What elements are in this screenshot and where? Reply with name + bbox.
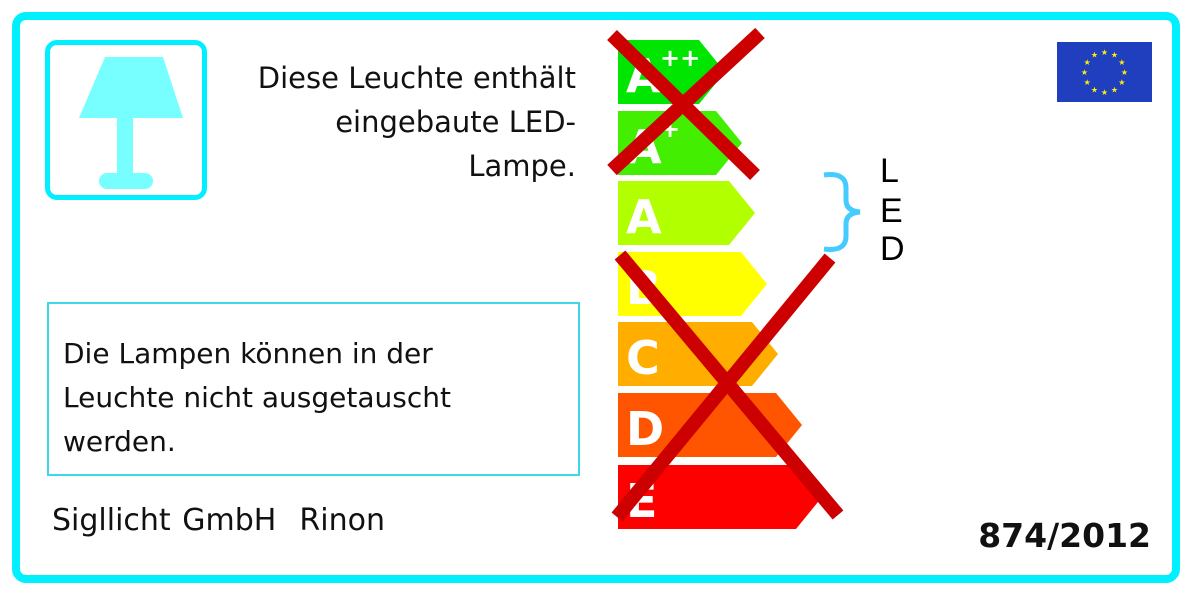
flag-star: ★: [1084, 58, 1091, 67]
manufacturer: Sigllicht GmbH: [52, 503, 277, 538]
note-line: Die Lampen können in der: [63, 337, 433, 370]
model: Rinon: [299, 503, 385, 538]
manufacturer-line: Sigllicht GmbH Rinon: [52, 503, 385, 538]
lamp-icon-box: [45, 40, 207, 200]
class-arrow: [618, 181, 755, 245]
led-letter: D: [880, 230, 905, 268]
eu-flag-icon: ★★★★★★★★★★★★: [1057, 42, 1152, 102]
cross-out-line: [607, 27, 765, 176]
flag-star: ★: [1081, 68, 1088, 77]
intro-line: Diese Leuchte enthält: [257, 61, 576, 95]
flag-star: ★: [1111, 85, 1118, 94]
regulation-number: 874/2012: [978, 516, 1151, 555]
flag-star: ★: [1118, 78, 1125, 87]
class-label: D: [626, 402, 664, 456]
curly-brace-icon: [823, 172, 861, 252]
flag-star: ★: [1121, 68, 1128, 77]
led-letter: E: [880, 192, 903, 230]
energy-class-6: E: [618, 465, 822, 529]
table-lamp-icon: [79, 57, 183, 189]
flag-star: ★: [1118, 58, 1125, 67]
note-line: Leuchte nicht ausgetauscht: [63, 381, 451, 414]
note-line: werden.: [63, 425, 176, 458]
energy-class-2: A: [618, 181, 755, 245]
flag-star: ★: [1101, 48, 1108, 57]
flag-field: [1057, 42, 1152, 102]
class-label: A: [626, 190, 662, 244]
flag-star: ★: [1091, 51, 1098, 60]
flag-star: ★: [1091, 85, 1098, 94]
label-frame: [12, 12, 1180, 583]
flag-star: ★: [1084, 78, 1091, 87]
cross-out-line: [611, 253, 836, 522]
flag-star: ★: [1101, 88, 1108, 97]
flag-star: ★: [1111, 51, 1118, 60]
intro-text: Diese Leuchte enthält eingebaute LED- La…: [258, 56, 576, 188]
class-superscript: ++: [660, 44, 700, 72]
note-box: Die Lampen können in der Leuchte nicht a…: [47, 302, 580, 476]
class-label: C: [626, 331, 660, 385]
led-letter: L: [880, 152, 899, 190]
intro-line: eingebaute LED-: [335, 105, 576, 139]
intro-line: Lampe.: [468, 149, 576, 183]
class-arrow: [618, 465, 822, 529]
